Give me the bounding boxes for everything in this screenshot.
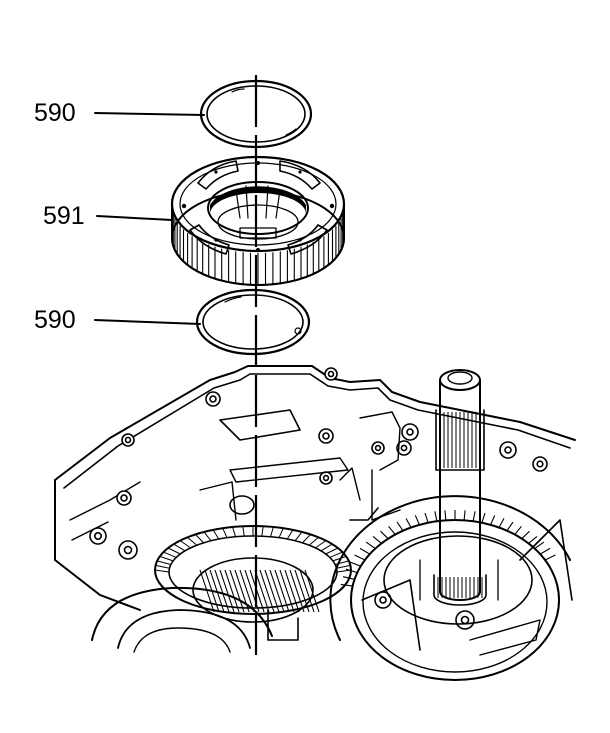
leader-line-upper-590 xyxy=(94,112,205,116)
leader-line-591 xyxy=(96,215,173,221)
lower-thrust-washer xyxy=(195,288,311,356)
transmission-case xyxy=(54,365,576,653)
callout-label-lower-590: 590 xyxy=(34,306,76,334)
leader-line-lower-590 xyxy=(94,319,201,325)
clutch-hub xyxy=(154,525,352,641)
callout-591: 591 xyxy=(43,202,173,230)
sun-gear xyxy=(170,155,346,286)
case-bolt-bosses xyxy=(89,367,548,630)
callout-upper-590: 590 xyxy=(34,99,205,127)
input-shaft xyxy=(433,369,487,606)
callout-label-upper-590: 590 xyxy=(34,99,76,127)
callout-lower-590: 590 xyxy=(34,306,201,334)
callout-label-591: 591 xyxy=(43,202,85,230)
ring-gear xyxy=(329,495,573,681)
